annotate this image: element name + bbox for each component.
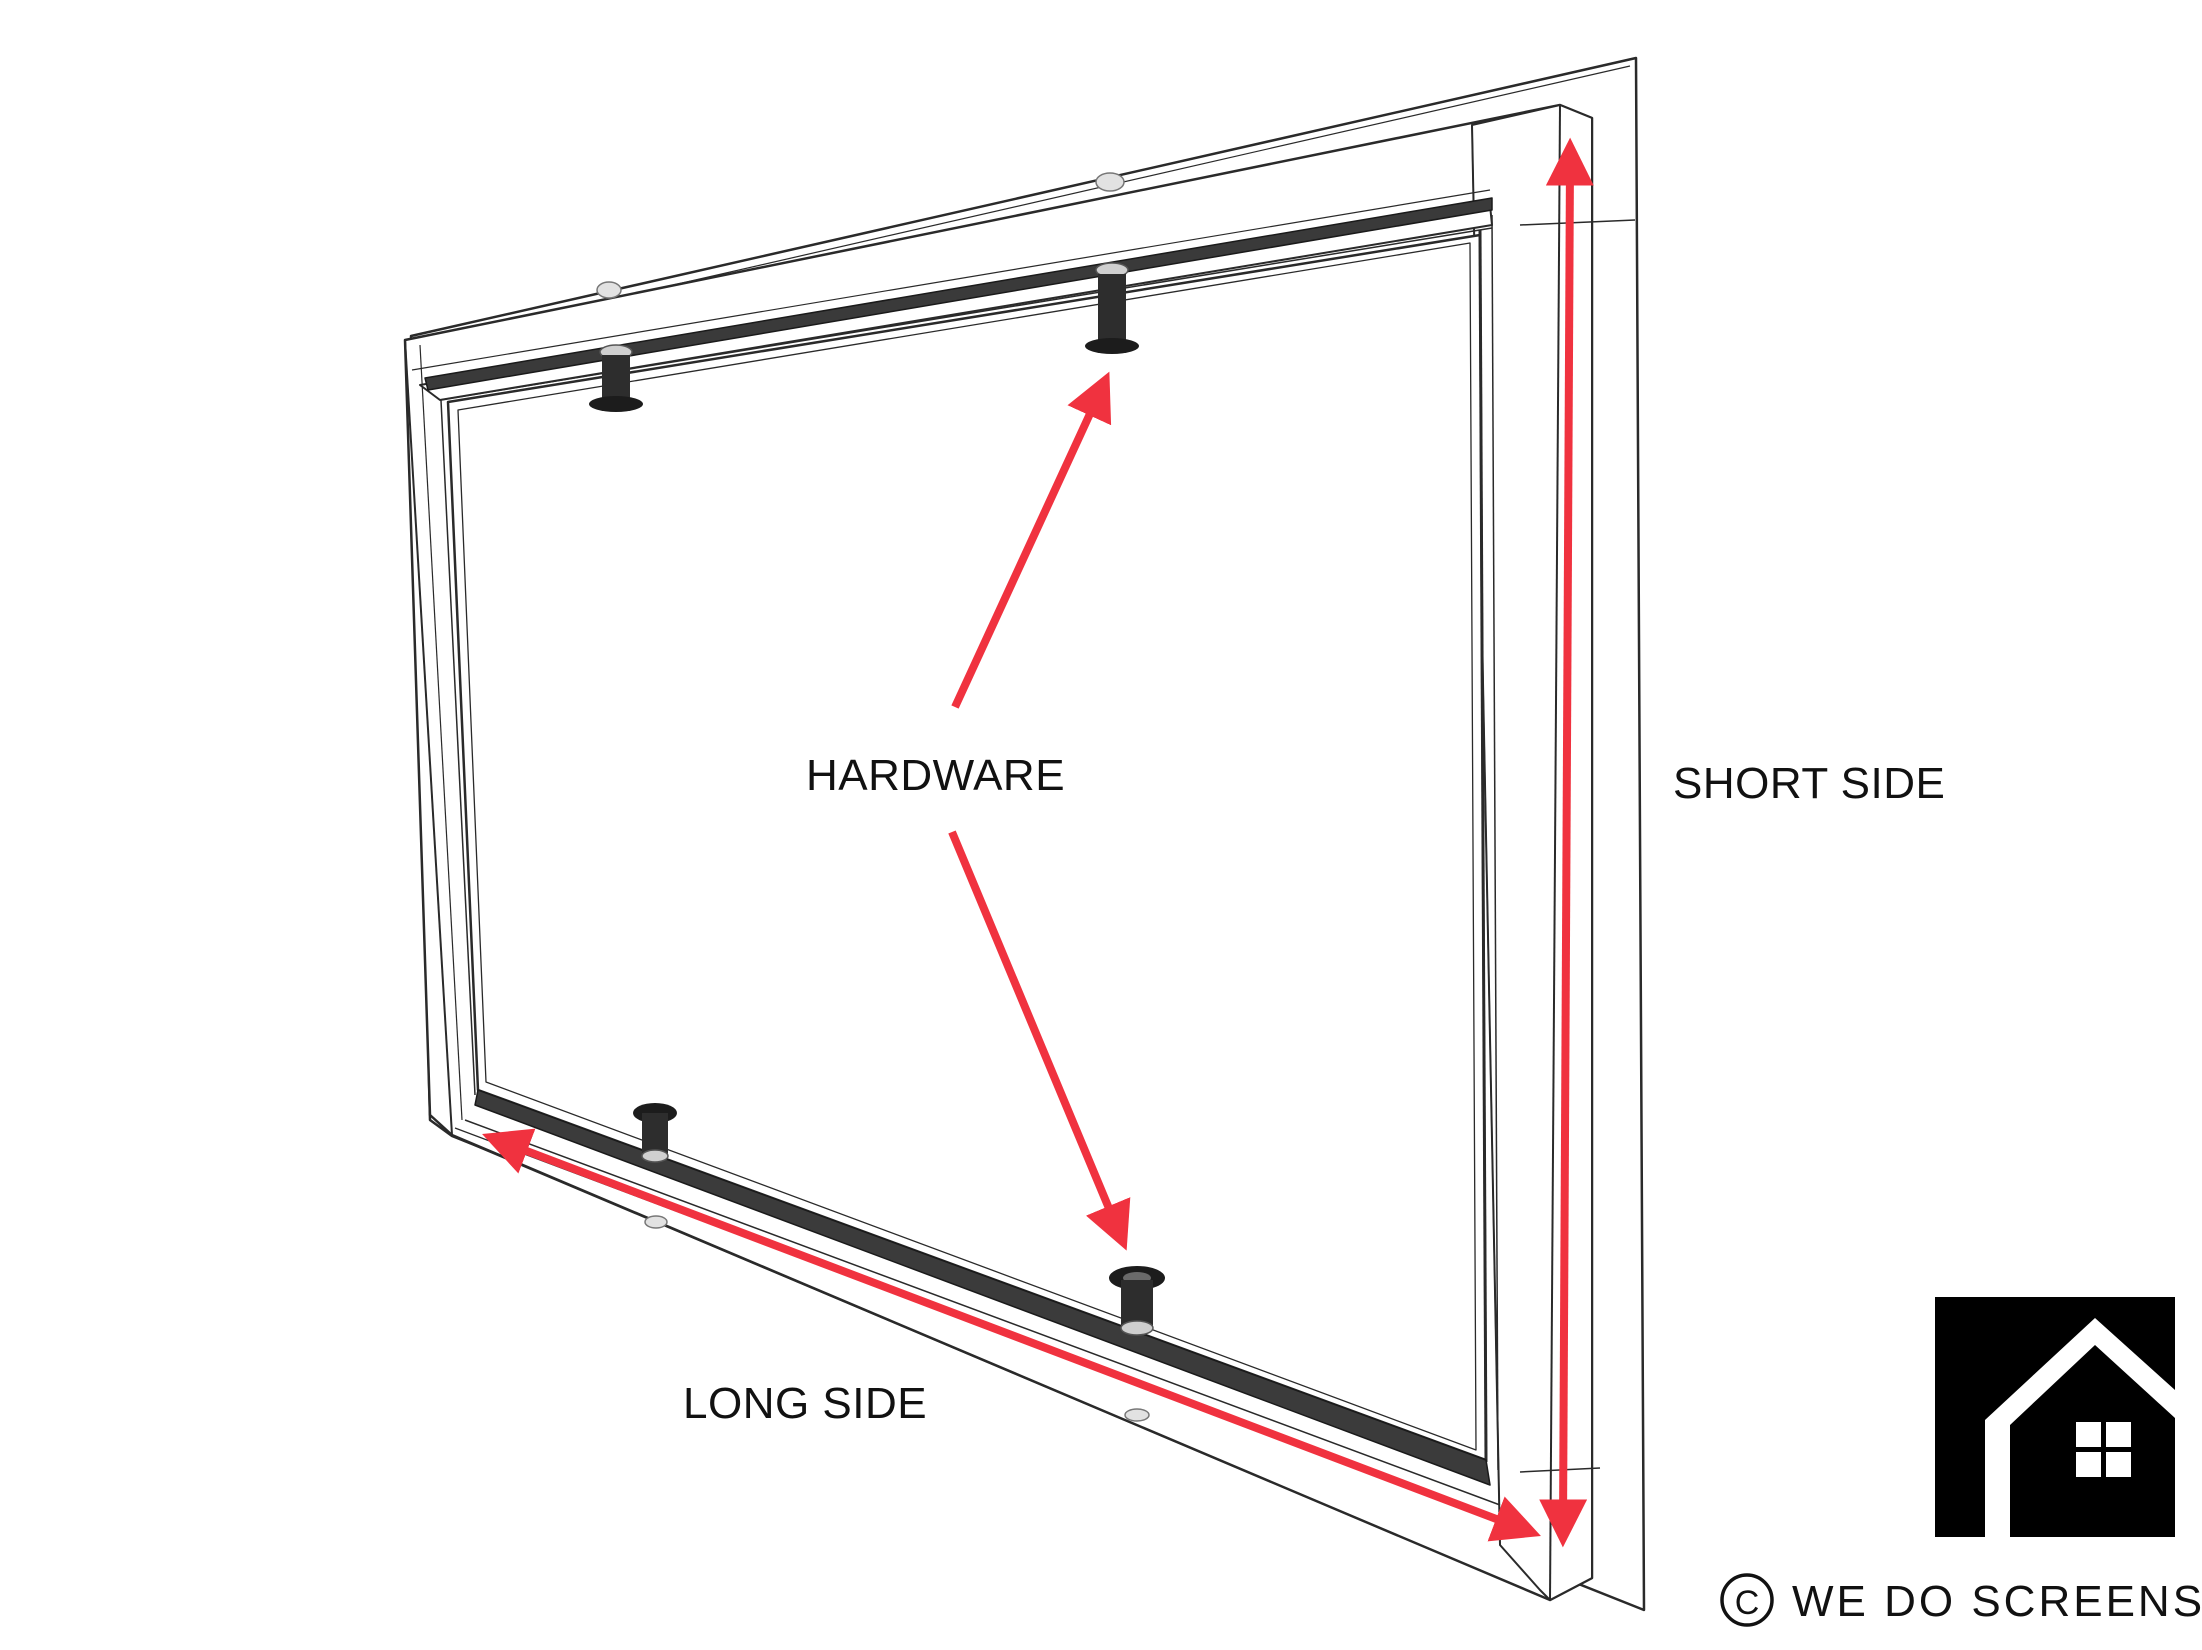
house-icon [1935, 1297, 2175, 1537]
label-short-side: SHORT SIDE [1673, 759, 1945, 808]
frame-left-post-inner [439, 379, 476, 1096]
brand-name: WE DO SCREENS [1792, 1577, 2202, 1626]
house-outline [1985, 1318, 2175, 1537]
we-do-screens-logo [1935, 1297, 2175, 1537]
arrow-long-side [482, 1128, 1541, 1542]
frame-left-post-mid [419, 344, 463, 1121]
copyright-symbol: C [1735, 1584, 1760, 1622]
screen-frame [403, 56, 1646, 1612]
hardware-top-bumps [596, 172, 1125, 299]
arrow-hardware-top [951, 371, 1112, 709]
frame-top-channel [424, 197, 1493, 391]
frame-top-rail-line-2 [411, 189, 1491, 371]
copyright-line: C WE DO SCREENS [1720, 1573, 2202, 1627]
label-long-side: LONG SIDE [683, 1379, 927, 1428]
hardware-clip-top-left [589, 344, 643, 412]
annotation-arrows [482, 137, 1594, 1548]
arrow-short-side [1539, 137, 1594, 1548]
hardware-clip-top-right [1085, 262, 1139, 354]
copyright-icon [1720, 1573, 1774, 1627]
label-hardware: HARDWARE [806, 751, 1065, 800]
house-window-icon [2076, 1422, 2131, 1477]
frame-left-post-outer [404, 339, 453, 1136]
